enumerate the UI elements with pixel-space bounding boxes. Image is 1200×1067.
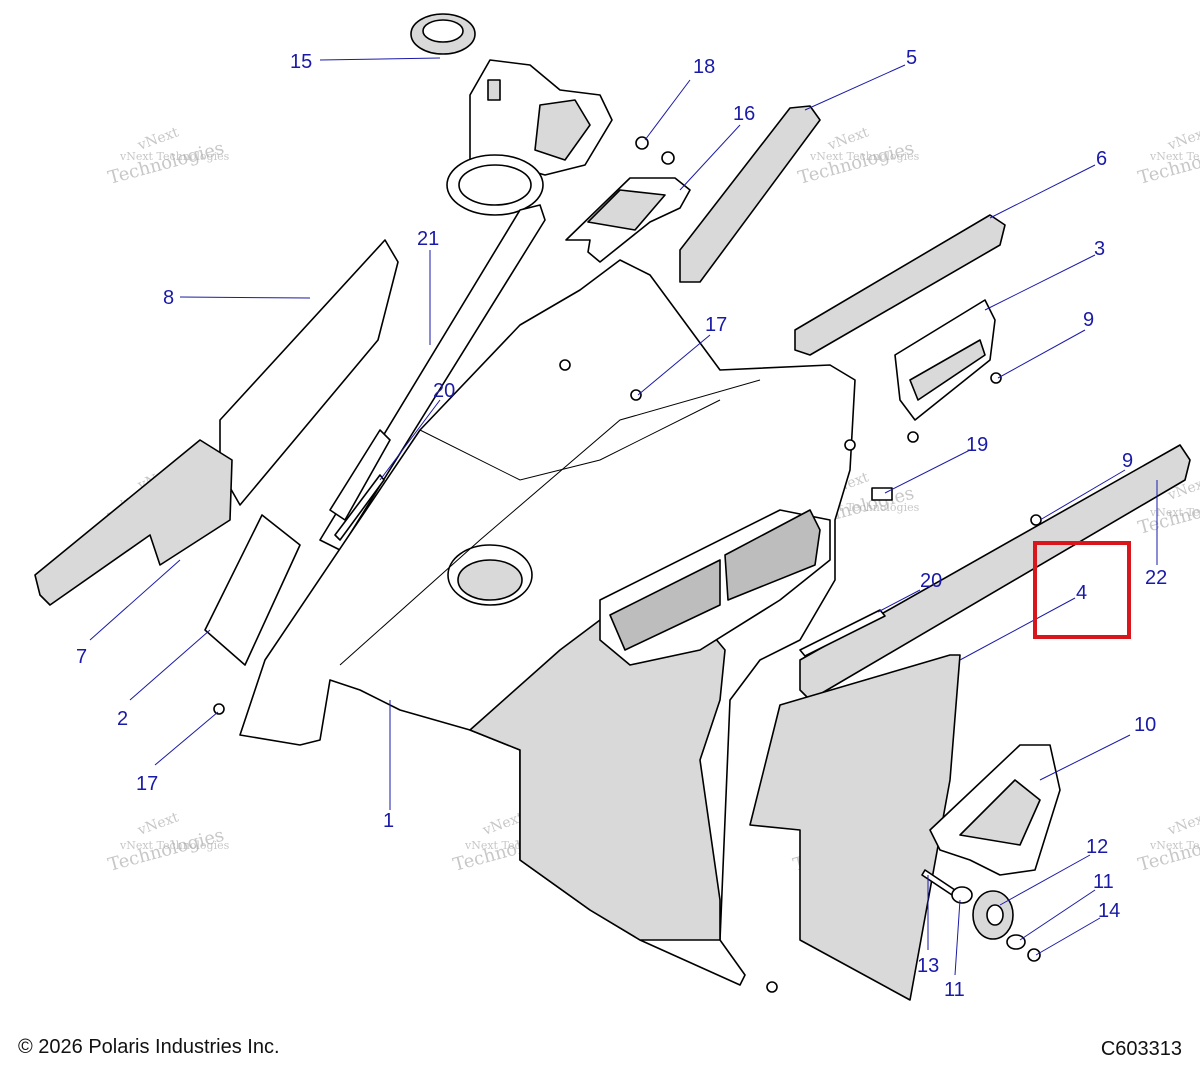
part-2-panel[interactable] <box>204 514 301 666</box>
watermark: vNext vNext Technologies Technologies <box>1136 124 1200 189</box>
svg-text:vNext Technologies: vNext Technologies <box>119 839 230 852</box>
callout-17b[interactable]: 17 <box>136 773 158 795</box>
callout-4[interactable]: 4 <box>1076 582 1087 604</box>
part-upper-bracket[interactable] <box>446 59 613 216</box>
callout-22[interactable]: 22 <box>1145 567 1167 589</box>
part-16-plate[interactable] <box>565 177 691 263</box>
callout-1[interactable]: 1 <box>383 810 394 832</box>
callout-10[interactable]: 10 <box>1134 714 1156 736</box>
part-5-pad[interactable] <box>679 105 821 283</box>
part-10-bracket[interactable] <box>929 744 1061 876</box>
part-20-rod-right[interactable] <box>799 609 886 657</box>
callout-14[interactable]: 14 <box>1098 900 1120 922</box>
part-6-pad[interactable] <box>794 214 1006 356</box>
callout-15[interactable]: 15 <box>290 51 312 73</box>
svg-text:Technologies: Technologies <box>796 138 917 189</box>
part-17-screw[interactable] <box>213 359 856 993</box>
callout-2[interactable]: 2 <box>117 708 128 730</box>
callout-21[interactable]: 21 <box>417 228 439 250</box>
part-12-roller[interactable] <box>972 890 1014 940</box>
part-1-console[interactable] <box>239 259 856 986</box>
callout-5[interactable]: 5 <box>906 47 917 69</box>
watermark: vNext vNext Technologies Technologies <box>106 809 230 876</box>
svg-text:vNext: vNext <box>135 809 181 839</box>
highlight-box <box>1033 541 1131 639</box>
part-4-panel[interactable] <box>749 654 961 1001</box>
part-3-vent[interactable] <box>894 299 996 421</box>
part-15-grommet[interactable] <box>410 13 476 55</box>
callout-19[interactable]: 19 <box>966 434 988 456</box>
svg-text:Technologies: Technologies <box>1136 825 1200 876</box>
callout-20[interactable]: 20 <box>433 380 455 402</box>
watermark: vNext vNext Technologies Technologies <box>796 124 920 189</box>
part-18-screw[interactable] <box>635 136 675 165</box>
part-14-nut[interactable] <box>1027 948 1041 962</box>
callout-7[interactable]: 7 <box>76 646 87 668</box>
watermark: vNext vNext Technologies Technologies <box>1136 809 1200 876</box>
svg-text:vNext Technologies: vNext Technologies <box>1149 839 1200 852</box>
part-21-trim[interactable] <box>319 204 546 551</box>
callout-20b[interactable]: 20 <box>920 570 942 592</box>
copyright-text: © 2026 Polaris Industries Inc. <box>18 1036 280 1058</box>
part-9-nut[interactable] <box>907 372 1042 526</box>
svg-text:vNext Technologies: vNext Technologies <box>1149 150 1200 163</box>
callout-8[interactable]: 8 <box>163 287 174 309</box>
part-22-strip[interactable] <box>799 444 1191 701</box>
part-11-spacer[interactable] <box>951 886 1026 950</box>
callout-17[interactable]: 17 <box>705 314 727 336</box>
callout-9[interactable]: 9 <box>1083 309 1094 331</box>
callout-13[interactable]: 13 <box>917 955 939 977</box>
callouts: 15 18 16 5 6 3 9 21 8 17 20 19 9 22 4 20… <box>76 47 1167 1001</box>
svg-text:vNext Technologies: vNext Technologies <box>809 150 920 163</box>
svg-text:vNext Technologies: vNext Technologies <box>119 150 230 163</box>
diagram-code: C603313 <box>1100 1038 1182 1060</box>
callout-18[interactable]: 18 <box>693 56 715 78</box>
part-7-pad[interactable] <box>34 439 233 606</box>
parts <box>34 13 1191 1001</box>
callout-9b[interactable]: 9 <box>1122 450 1133 472</box>
svg-text:Technologies: Technologies <box>106 138 227 189</box>
leader-lines <box>89 57 1158 976</box>
callout-6[interactable]: 6 <box>1096 148 1107 170</box>
watermark: vNext vNext Technologies Technologies <box>106 124 230 189</box>
callout-11b[interactable]: 11 <box>944 979 965 1001</box>
callout-12[interactable]: 12 <box>1086 836 1108 858</box>
svg-text:vNext: vNext <box>1165 809 1200 839</box>
svg-text:vNext Technologies: vNext Technologies <box>1149 506 1200 519</box>
part-19-clip[interactable] <box>871 487 893 501</box>
callout-11[interactable]: 11 <box>1093 871 1114 893</box>
callout-16[interactable]: 16 <box>733 103 755 125</box>
callout-3[interactable]: 3 <box>1094 238 1105 260</box>
part-20-rod[interactable] <box>334 474 385 541</box>
